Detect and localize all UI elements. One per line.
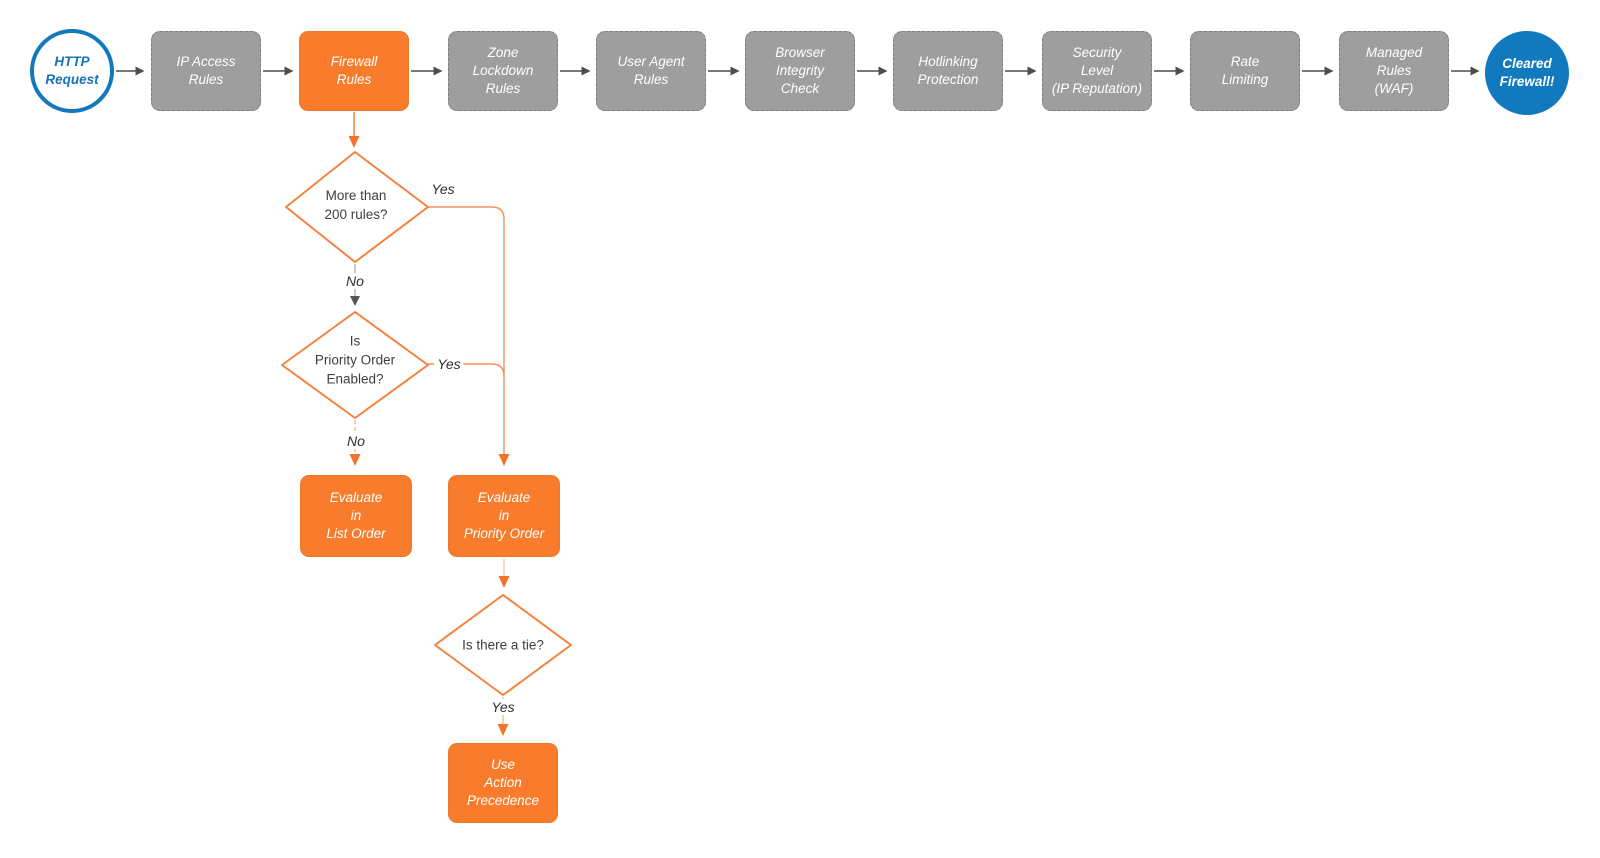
edge-decision1-yes: [428, 206, 510, 466]
stage-user-agent-rules: User Agent Rules: [596, 31, 706, 111]
stage-managed-rules-waf: Managed Rules (WAF): [1339, 31, 1449, 111]
decision3-label: Is there a tie?: [462, 637, 544, 653]
edge-label-decision2-yes: Yes: [434, 356, 464, 372]
stage-label: User Agent Rules: [617, 54, 685, 87]
edge-label-decision3-yes: Yes: [488, 699, 518, 715]
edge-decision2-yes: [428, 363, 505, 377]
stage-rate-limiting: Rate Limiting: [1190, 31, 1300, 111]
stage-label: Rate Limiting: [1221, 54, 1269, 87]
start-node-label: HTTP Request: [45, 54, 99, 87]
outcome-label: Evaluate in List Order: [326, 490, 386, 541]
edge-label-decision1-yes: Yes: [431, 181, 455, 197]
edge-label-decision1-no: No: [343, 273, 367, 289]
stage-label: Security Level (IP Reputation): [1051, 45, 1143, 96]
end-node-cleared-firewall: Cleared Firewall!: [1485, 31, 1569, 115]
stage-firewall-rules: Firewall Rules: [299, 31, 409, 111]
decision2-label: Is Priority Order Enabled?: [314, 333, 396, 387]
decision2-diamond: [281, 311, 429, 419]
outcome-label: Evaluate in Priority Order: [463, 490, 545, 541]
decision1-diamond: [285, 151, 429, 263]
stage-label: Managed Rules (WAF): [1365, 45, 1423, 96]
edge-label-decision2-no: No: [344, 433, 368, 449]
stage-ip-access-rules: IP Access Rules: [151, 31, 261, 111]
end-node-label: Cleared Firewall!: [1499, 56, 1555, 89]
outcome-evaluate-list-order: Evaluate in List Order: [300, 475, 412, 557]
stage-zone-lockdown-rules: Zone Lockdown Rules: [448, 31, 558, 111]
stage-label: Browser Integrity Check: [775, 45, 825, 96]
stage-browser-integrity-check: Browser Integrity Check: [745, 31, 855, 111]
stage-label: Hotlinking Protection: [917, 54, 979, 87]
stage-hotlinking-protection: Hotlinking Protection: [893, 31, 1003, 111]
stage-security-level: Security Level (IP Reputation): [1042, 31, 1152, 111]
start-node-http-request: HTTP Request: [30, 29, 114, 113]
stage-label: Zone Lockdown Rules: [472, 45, 534, 96]
outcome-use-action-precedence: Use Action Precedence: [448, 743, 558, 823]
decision3-diamond: [434, 594, 572, 696]
stage-label: Firewall Rules: [330, 54, 378, 87]
outcome-label: Use Action Precedence: [466, 757, 540, 808]
stage-label: IP Access Rules: [176, 54, 236, 87]
outcome-evaluate-priority-order: Evaluate in Priority Order: [448, 475, 560, 557]
decision1-label: More than 200 rules?: [324, 187, 388, 222]
